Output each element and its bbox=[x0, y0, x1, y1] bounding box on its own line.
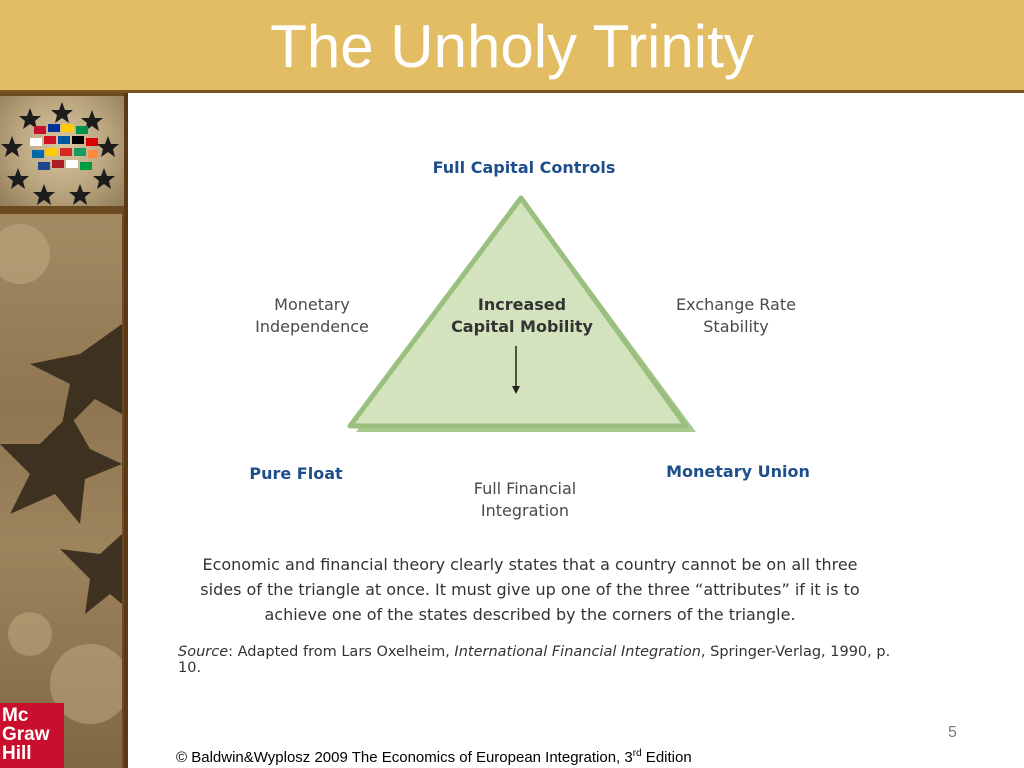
flag-grid bbox=[30, 124, 98, 170]
footer-copyright: © Baldwin&Wyplosz 2009 The Economics of … bbox=[176, 748, 692, 766]
side-full-financial-integration: Full Financial Integration bbox=[473, 479, 577, 520]
title-bar: The Unholy Trinity bbox=[0, 0, 1024, 93]
corner-full-capital-controls: Full Capital Controls bbox=[432, 158, 616, 177]
center-increased-capital-mobility: Increased Capital Mobility bbox=[451, 295, 593, 336]
triangle-shape bbox=[347, 195, 689, 429]
corner-monetary-union: Monetary Union bbox=[666, 462, 810, 481]
page-number: 5 bbox=[948, 724, 957, 741]
side-exchange-rate-stability: Exchange Rate Stability bbox=[676, 295, 796, 336]
source-citation: Source: Adapted from Lars Oxelheim, Inte… bbox=[178, 644, 891, 676]
vertical-divider bbox=[124, 93, 128, 768]
star-ring bbox=[1, 102, 119, 205]
caption-text: Economic and financial theory clearly st… bbox=[200, 555, 860, 624]
slide-title: The Unholy Trinity bbox=[270, 13, 754, 80]
mcgraw-hill-logo: Mc Graw Hill bbox=[0, 703, 64, 768]
sand-starfish-image bbox=[0, 214, 122, 768]
eu-flags-image bbox=[0, 96, 124, 206]
corner-pure-float: Pure Float bbox=[249, 464, 343, 483]
side-monetary-independence: Monetary Independence bbox=[255, 295, 369, 336]
mobility-arrow-head bbox=[512, 386, 520, 394]
trinity-triangle bbox=[347, 195, 696, 432]
